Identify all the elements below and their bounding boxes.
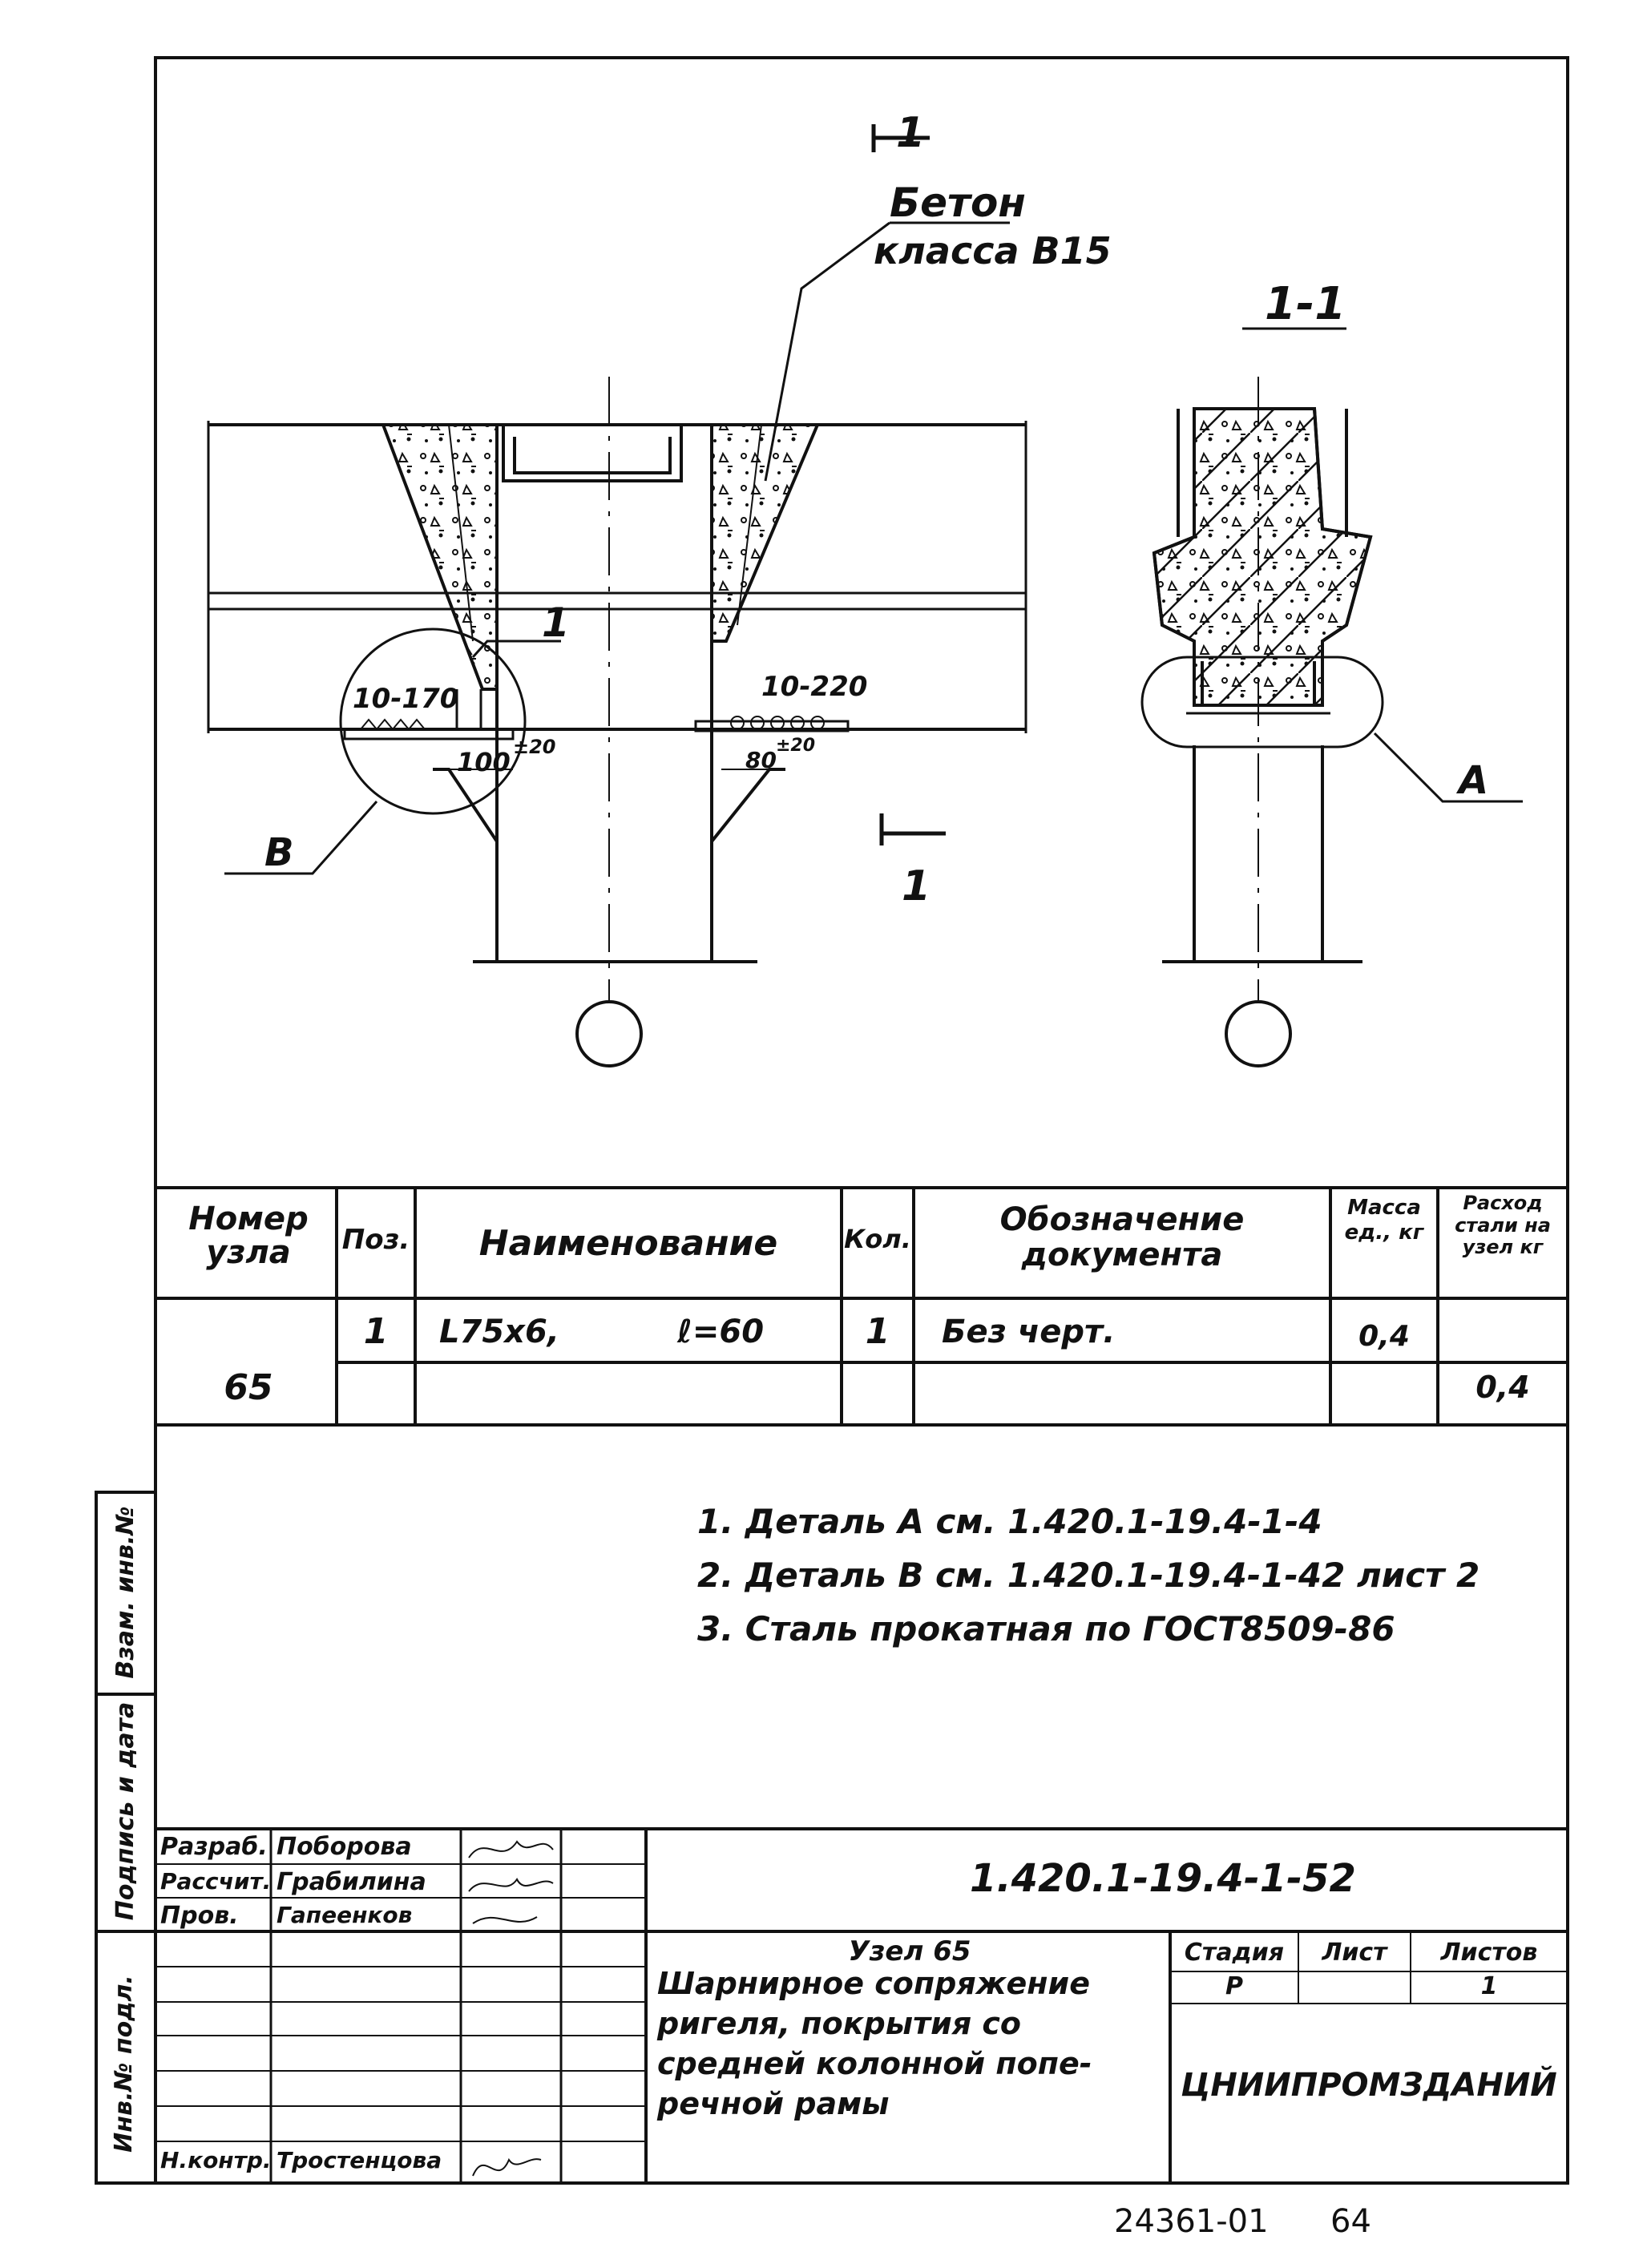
row-pos: 1 (363, 1311, 389, 1352)
callout-a-label: А (1459, 758, 1489, 803)
stamp-signature-date: Подпись и дата (111, 1701, 139, 1921)
header-unit-mass: Масса ед., кг (1344, 1196, 1424, 1245)
section-view-title: 1-1 (1265, 278, 1346, 330)
node-number: 65 (224, 1367, 273, 1408)
title-line-1: Узел 65 (848, 1935, 971, 1967)
note-1: 1. Деталь А см. 1.420.1-19.4-1-4 (697, 1502, 1322, 1541)
total-mass: 0,4 (1475, 1370, 1530, 1405)
concrete-class-label: класса В15 (874, 229, 1112, 272)
role-checker: Пров. (160, 1902, 239, 1930)
position-marker: 1 (542, 599, 570, 646)
row-name: L75x6, (439, 1314, 559, 1350)
archive-number: 24361-01 (1114, 2203, 1269, 2240)
organization: ЦНИИПРОМЗДАНИЙ (1181, 2067, 1557, 2104)
page-number: 64 (1330, 2203, 1371, 2240)
header-pos: Поз. (341, 1224, 410, 1256)
section-1-1-view (1140, 327, 1523, 1067)
section-mark-top: 1 (896, 109, 926, 157)
right-anchor-dim: 10-220 (761, 671, 868, 703)
name-norm-control: Тростенцова (277, 2147, 442, 2173)
header-document: Обозначение документа (999, 1201, 1245, 1273)
title-block-grid (155, 1827, 1568, 2185)
row-qty: 1 (865, 1311, 890, 1352)
document-code: 1.420.1-19.4-1-52 (970, 1856, 1356, 1901)
name-calculator: Грабилина (277, 1868, 426, 1896)
sheet-label: Лист (1322, 1939, 1387, 1967)
note-2: 2. Деталь В см. 1.420.1-19.4-1-42 лист 2 (697, 1556, 1480, 1595)
concrete-label: Бетон (890, 180, 1026, 226)
name-developer: Поборова (277, 1833, 412, 1861)
stage-label: Стадия (1184, 1939, 1285, 1967)
spec-table-grid (155, 1188, 1568, 1427)
stamp-replaces-no: Взам. инв.№ (111, 1506, 139, 1679)
main-elevation-view (207, 124, 1027, 1067)
right-gap-tol: ±20 (776, 736, 816, 756)
row-length: ℓ=60 (677, 1314, 765, 1350)
left-anchor-dim: 10-170 (353, 683, 459, 715)
sheets-label: Листов (1440, 1939, 1538, 1967)
role-developer: Разраб. (160, 1833, 268, 1861)
title-line-5: речной рамы (657, 2086, 890, 2121)
name-checker: Гапеенков (277, 1902, 413, 1928)
role-calculator: Рассчит. (160, 1868, 272, 1895)
section-mark-bottom: 1 (902, 862, 931, 910)
callout-b-label: В (264, 830, 294, 875)
right-gap-dim: 80 (745, 747, 777, 773)
signatures (468, 1840, 554, 2177)
header-node: Номер узла (188, 1201, 309, 1271)
note-3: 3. Сталь прокатная по ГОСТ8509-86 (697, 1609, 1395, 1649)
header-steel-per-node: Расход стали на узел кг (1455, 1192, 1551, 1259)
header-name: Наименование (478, 1223, 778, 1264)
role-norm-control: Н.контр. (160, 2147, 272, 2173)
stage-value: Р (1225, 1972, 1243, 2000)
row-document: Без черт. (942, 1314, 1116, 1350)
left-gap-tol: ±20 (513, 736, 556, 758)
left-gap-dim: 100 (457, 747, 511, 777)
row-mass: 0,4 (1358, 1320, 1410, 1353)
title-line-2: Шарнирное сопряжение (657, 1966, 1090, 2001)
sheets-value: 1 (1480, 1972, 1498, 2000)
title-line-4: средней колонной попе- (657, 2046, 1092, 2081)
header-qty: Кол. (844, 1224, 911, 1254)
title-line-3: ригеля, покрытия со (657, 2006, 1021, 2041)
stamp-inventory-no: Инв.№ подл. (110, 1975, 138, 2153)
side-stamp (95, 1491, 157, 2185)
